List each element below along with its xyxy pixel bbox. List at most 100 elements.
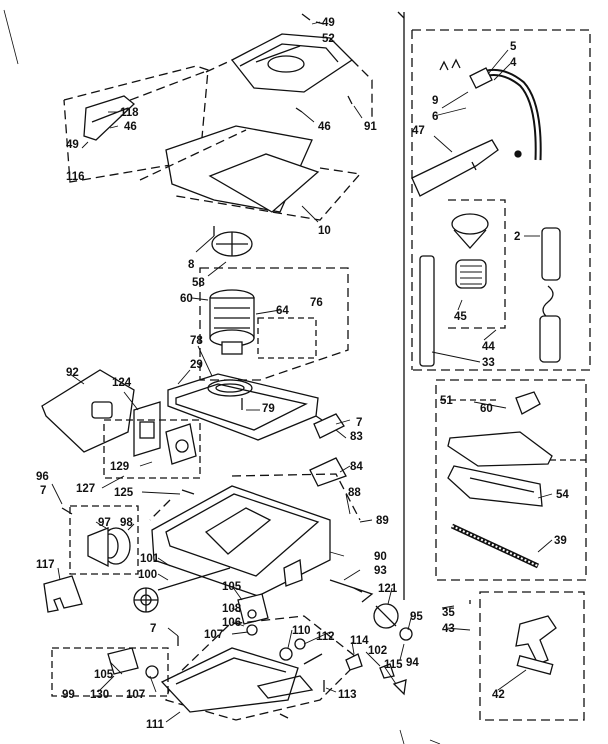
part-label-7: 7 <box>150 623 156 635</box>
tool-42-group <box>479 591 585 721</box>
part-label-83: 83 <box>350 431 363 443</box>
part-label-102: 102 <box>368 645 387 657</box>
screws-small <box>61 13 363 719</box>
part-label-10: 10 <box>318 225 331 237</box>
bumper-83 <box>313 413 345 439</box>
part-label-111: 111 <box>146 719 165 731</box>
part-label-2: 2 <box>514 231 520 243</box>
part-label-108: 108 <box>222 603 242 615</box>
switch-group-127 <box>103 419 201 479</box>
part-label-96: 96 <box>36 471 49 483</box>
part-label-8: 8 <box>188 259 195 271</box>
axle-line <box>157 567 231 591</box>
part-label-106: 106 <box>222 617 241 629</box>
part-label-7: 7 <box>40 485 46 497</box>
wheel-97 <box>69 505 139 575</box>
part-label-52: 52 <box>322 33 335 45</box>
part-label-29: 29 <box>190 359 203 371</box>
edge-marks <box>3 9 441 744</box>
part-label-49: 49 <box>322 17 335 29</box>
part-label-127: 127 <box>76 483 95 495</box>
part-label-110: 110 <box>292 625 311 637</box>
part-label-107: 107 <box>126 689 145 701</box>
part-label-92: 92 <box>66 367 79 379</box>
wand-tube-33 <box>419 255 435 367</box>
brush-strip-39 <box>450 523 540 569</box>
brushroll-group-111 <box>160 615 361 721</box>
part-label-51: 51 <box>440 395 453 407</box>
part-label-113: 113 <box>338 689 357 701</box>
hose-2 <box>539 227 561 363</box>
part-label-58: 58 <box>192 277 205 289</box>
part-label-49: 49 <box>66 139 79 151</box>
lever-121 <box>329 579 413 641</box>
top-cover-52 <box>231 33 354 93</box>
floor-nozzle-54 <box>447 391 553 507</box>
part-label-76: 76 <box>310 297 323 309</box>
part-label-112: 112 <box>316 631 335 643</box>
part-label-54: 54 <box>556 489 569 501</box>
knobs-110-112 <box>279 638 323 665</box>
part-label-94: 94 <box>406 657 419 669</box>
belt-group-99 <box>51 647 169 697</box>
part-label-88: 88 <box>348 487 361 499</box>
part-label-39: 39 <box>554 535 567 547</box>
part-label-46: 46 <box>318 121 331 133</box>
part-label-93: 93 <box>374 565 387 577</box>
part-label-91: 91 <box>364 121 377 133</box>
part-label-78: 78 <box>190 335 203 347</box>
leader-lines <box>51 21 553 723</box>
part-label-42: 42 <box>492 689 505 701</box>
part-label-95: 95 <box>410 611 423 623</box>
part-label-79: 79 <box>262 403 275 415</box>
part-label-60: 60 <box>180 293 193 305</box>
part-label-84: 84 <box>350 461 363 473</box>
crevice-nozzle-47 <box>411 139 499 197</box>
part-label-121: 121 <box>378 583 398 595</box>
part-label-98: 98 <box>120 517 133 529</box>
part-label-44: 44 <box>482 341 495 353</box>
bag-holder-124 <box>133 401 161 457</box>
part-label-47: 47 <box>412 125 425 137</box>
part-label-124: 124 <box>112 377 132 389</box>
motor-64 <box>209 289 255 355</box>
brush-tool-45-group <box>448 199 506 329</box>
part-label-107: 107 <box>204 629 223 641</box>
part-label-7: 7 <box>356 417 362 429</box>
lid-10 <box>139 125 362 221</box>
filter-58 <box>211 231 253 257</box>
part-label-35: 35 <box>442 607 455 619</box>
wheel-101 <box>133 587 159 613</box>
part-label-100: 100 <box>138 569 157 581</box>
part-label-6: 6 <box>432 111 438 123</box>
part-label-90: 90 <box>374 551 387 563</box>
ring-78 <box>207 379 253 397</box>
part-label-114: 114 <box>350 635 369 647</box>
part-label-64: 64 <box>276 305 289 317</box>
pad-84 <box>309 457 347 487</box>
part-label-97: 97 <box>98 517 111 529</box>
part-label-105: 105 <box>94 669 114 681</box>
right-separator-line <box>397 11 405 600</box>
hose-assembly-group <box>410 29 591 371</box>
part-label-99: 99 <box>62 689 75 701</box>
part-label-129: 129 <box>110 461 129 473</box>
part-label-116: 116 <box>66 171 85 183</box>
part-label-117: 117 <box>36 559 55 571</box>
part-label-89: 89 <box>376 515 389 527</box>
part-label-4: 4 <box>510 57 517 69</box>
part-label-105: 105 <box>222 581 242 593</box>
base-90 <box>149 473 361 597</box>
part-label-46: 46 <box>124 121 137 133</box>
part-label-5: 5 <box>510 41 517 53</box>
part-label-130: 130 <box>90 689 109 701</box>
part-label-9: 9 <box>432 95 438 107</box>
part-label-45: 45 <box>454 311 467 323</box>
part-label-125: 125 <box>114 487 134 499</box>
part-label-33: 33 <box>482 357 495 369</box>
part-label-43: 43 <box>442 623 455 635</box>
hose-handle-part <box>439 58 542 161</box>
linkage-108 <box>237 593 269 636</box>
